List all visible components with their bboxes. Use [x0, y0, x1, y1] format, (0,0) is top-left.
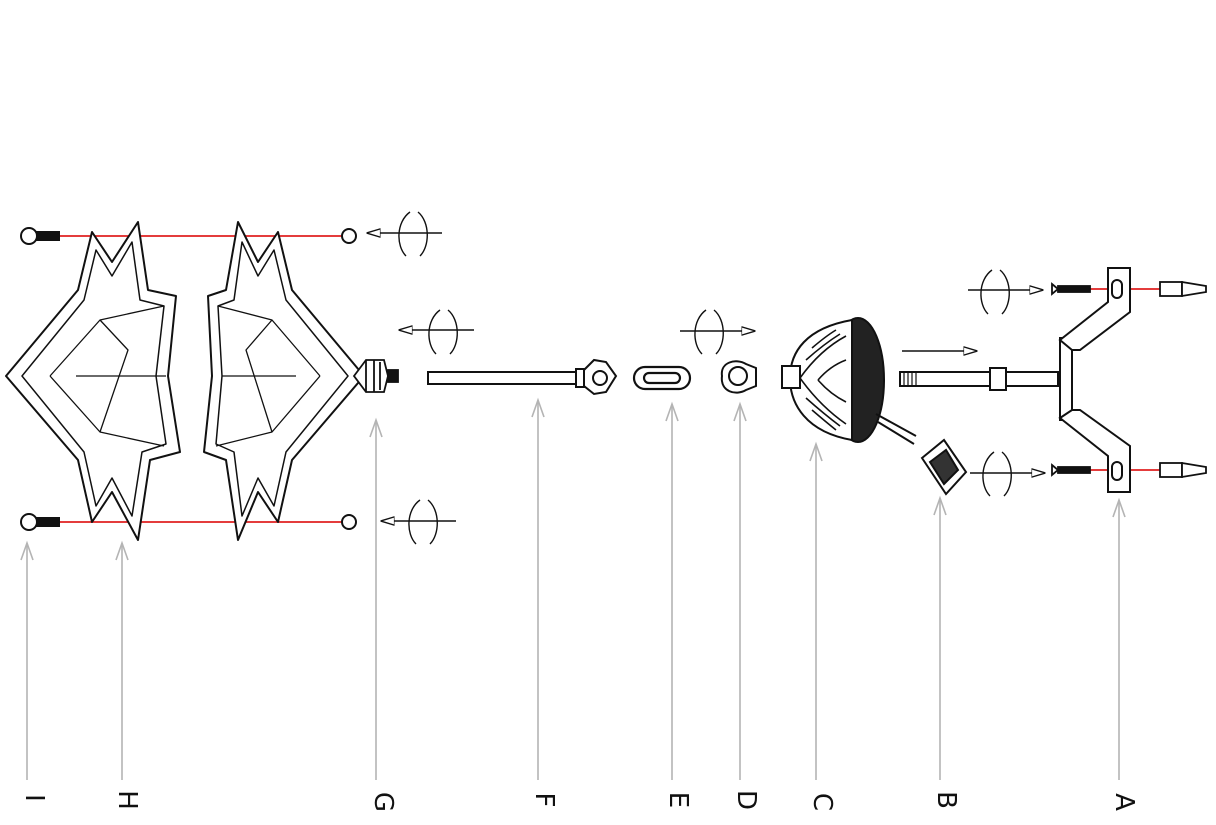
label-c: C: [807, 792, 837, 812]
leader-lines: [20, 397, 1126, 780]
part-f-rod: [427, 358, 618, 396]
label-i: I: [19, 794, 49, 802]
part-a-bracket: [899, 267, 1131, 493]
label-b: B: [931, 791, 961, 809]
part-c-canopy: [781, 317, 917, 445]
nuts: [341, 228, 357, 530]
part-e-link: [632, 365, 692, 391]
part-d-loop: [720, 360, 757, 394]
label-h: H: [112, 790, 142, 810]
wall-screws: [1051, 280, 1207, 479]
label-e: E: [663, 791, 693, 809]
part-h-star-shade: [5, 221, 365, 541]
rotation-indicators: [368, 211, 1044, 545]
label-d: D: [731, 789, 761, 811]
part-g-socket: [352, 359, 399, 393]
label-a: A: [1109, 793, 1139, 811]
part-i-screws: [20, 227, 60, 531]
part-b-terminal: [920, 438, 968, 496]
label-g: G: [368, 791, 398, 813]
label-f: F: [529, 792, 559, 808]
